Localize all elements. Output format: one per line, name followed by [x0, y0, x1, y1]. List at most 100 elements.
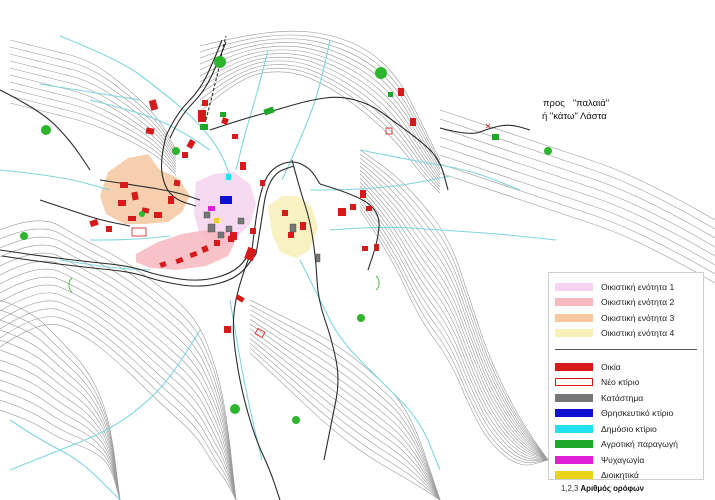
contour-line	[9, 46, 177, 153]
house	[360, 190, 366, 198]
legend-item: Οικιστική ενότητα 1	[555, 279, 697, 295]
agricultural-building	[388, 92, 393, 97]
legend-item: Διοικητικά	[555, 468, 697, 484]
tree	[544, 147, 552, 155]
stream	[329, 226, 557, 241]
direction-note-line-1: προς "παλαιά"	[543, 98, 610, 109]
contour-line	[359, 161, 549, 461]
contour-line	[249, 323, 441, 500]
house	[186, 139, 196, 149]
contour-line	[199, 34, 441, 164]
legend-label: Αγροτική παραγωγή	[601, 439, 678, 450]
contour-line	[249, 328, 441, 500]
contour-line	[0, 299, 121, 500]
legend-item: Ψυχαγωγία	[555, 452, 697, 468]
contour-line	[249, 304, 441, 500]
contour-line	[199, 49, 441, 176]
house	[175, 256, 184, 265]
legend-label: Δημόσιο κτίριο	[601, 423, 657, 434]
contour-line	[0, 236, 237, 500]
contour-line	[439, 163, 715, 275]
legend-label: Θρησκευτικό κτίριο	[601, 408, 674, 419]
road	[165, 39, 223, 137]
contour-line	[199, 30, 441, 161]
contour-line	[359, 205, 549, 464]
tree	[139, 211, 145, 217]
road	[232, 249, 281, 500]
shop	[203, 211, 211, 219]
house	[224, 326, 231, 333]
legend-item: Οικία	[555, 359, 697, 375]
streams	[0, 35, 557, 500]
public-building	[226, 174, 231, 180]
agricultural-building	[200, 124, 208, 130]
contour-line	[0, 260, 237, 500]
contour-line	[249, 338, 441, 500]
contour-line	[0, 319, 121, 500]
contour-line	[0, 244, 237, 500]
house	[350, 204, 356, 210]
new-building	[131, 227, 147, 237]
contour-line	[9, 39, 177, 151]
contour-line	[0, 359, 121, 500]
contour-line	[249, 347, 441, 500]
tree	[20, 232, 28, 240]
legend-floors: 1,2,3 Αριθμός ορόφων	[555, 484, 697, 493]
house	[182, 152, 188, 158]
agricultural-building	[220, 112, 226, 117]
contour-line	[359, 181, 549, 461]
zone-2	[136, 230, 236, 270]
road	[0, 89, 91, 171]
legend-divider	[555, 349, 697, 350]
contour-line	[0, 339, 121, 500]
contour-line	[199, 64, 441, 188]
contour-line	[359, 149, 549, 461]
legend-item: Θρησκευτικό κτίριο	[555, 406, 697, 422]
road	[160, 135, 197, 207]
contour-line	[0, 228, 237, 500]
house	[154, 212, 162, 218]
contour-line	[199, 60, 441, 185]
contour-line	[249, 299, 441, 500]
contour-line	[0, 349, 121, 500]
agricultural-building	[492, 134, 499, 140]
house	[118, 200, 126, 206]
house	[145, 127, 155, 135]
contour-line	[439, 109, 715, 221]
floors-numbers: 1,2,3	[561, 484, 579, 493]
house	[168, 196, 174, 204]
legend-swatch	[555, 393, 593, 402]
house	[250, 228, 256, 234]
house	[235, 294, 245, 303]
contour-line	[0, 292, 237, 500]
stream	[281, 39, 331, 181]
administrative	[214, 218, 219, 223]
house	[362, 246, 368, 251]
contour-line	[0, 316, 237, 500]
contour-line	[359, 209, 549, 466]
contour-line	[0, 268, 237, 500]
trees	[20, 56, 552, 424]
legend-swatch	[555, 298, 593, 307]
house	[131, 191, 139, 201]
legend-item: Δημόσιο κτίριο	[555, 421, 697, 437]
legend-label: Οικιστική ενότητα 1	[601, 281, 675, 292]
legend-swatch	[555, 409, 593, 418]
contour-line	[199, 56, 441, 182]
contour-line	[0, 308, 237, 500]
house	[148, 99, 159, 111]
contour-line	[359, 193, 549, 461]
stream	[89, 99, 211, 151]
contour-line	[439, 127, 715, 239]
legend-label: Κατάστημα	[601, 392, 644, 403]
contour-line	[9, 53, 177, 156]
stream	[299, 259, 441, 471]
house	[300, 222, 306, 230]
recreation	[208, 206, 215, 211]
roads	[0, 35, 531, 500]
contour-line	[0, 369, 121, 500]
contour-line	[249, 318, 441, 500]
house	[120, 182, 128, 188]
